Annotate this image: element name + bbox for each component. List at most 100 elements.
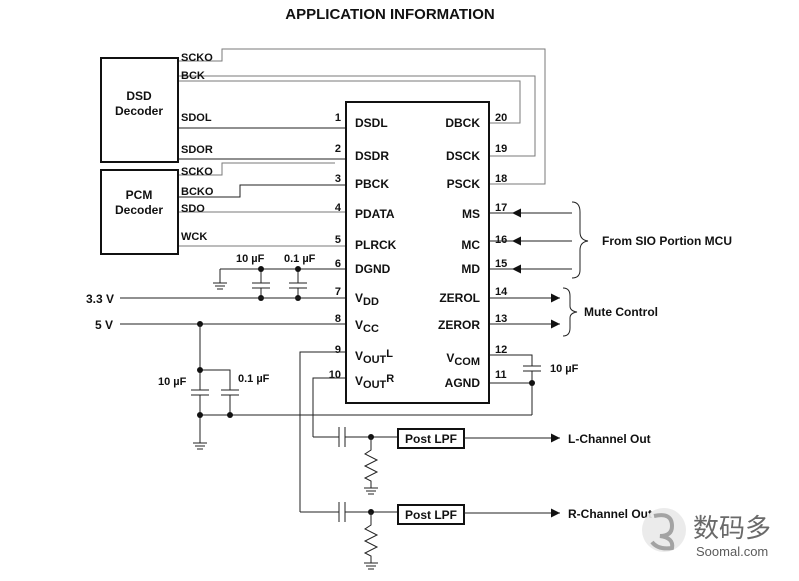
- pcm-decoder-block: PCM Decoder: [100, 169, 179, 255]
- pin-name-dsdl: DSDL: [355, 116, 388, 130]
- pin-number-15: 15: [495, 258, 507, 270]
- chip-right-pin-numbers: 20 19 18 17 16 15 14 13 12 11: [495, 112, 508, 381]
- pin-name-md: MD: [461, 262, 480, 276]
- pin-number-16: 16: [495, 234, 507, 246]
- pin-number-19: 19: [495, 143, 507, 155]
- mcu-control-inputs: From SIO Portion MCU: [490, 201, 732, 279]
- clock-wires: [178, 48, 546, 247]
- dsd-decoder-label-line1: DSD: [126, 89, 152, 103]
- pcm-signal-sdo: SDO: [181, 203, 205, 215]
- pin-name-voutr-main: V: [355, 374, 363, 388]
- pin-number-9: 9: [335, 344, 341, 356]
- pin-name-dsck: DSCK: [446, 149, 480, 163]
- pin-number-2: 2: [335, 143, 341, 155]
- pcm-decoder-label-line2: Decoder: [115, 203, 163, 217]
- annotation-l-channel-out: L-Channel Out: [568, 432, 651, 446]
- dac-chip: [345, 101, 490, 404]
- pin-name-vcom-sub: COM: [454, 356, 480, 368]
- pin-name-zerol: ZEROL: [439, 291, 480, 305]
- pin-number-14: 14: [495, 286, 508, 298]
- pin-name-voutl-side: L: [386, 348, 393, 360]
- pin-number-8: 8: [335, 313, 341, 325]
- pin-number-17: 17: [495, 202, 507, 214]
- annotation-r-channel-out: R-Channel Out: [568, 507, 652, 521]
- pin-number-5: 5: [335, 234, 341, 246]
- pin-name-vcc-main: V: [355, 318, 363, 332]
- supply-label-5v: 5 V: [95, 318, 113, 332]
- cap-label-vcc-10uf: 10 µF: [158, 376, 187, 388]
- cap-label-vcc-01uf: 0.1 µF: [238, 373, 270, 385]
- pin-number-4: 4: [335, 202, 342, 214]
- pin-number-7: 7: [335, 286, 341, 298]
- pin-number-12: 12: [495, 344, 507, 356]
- pcm-signal-labels: SCKO BCKO SDO WCK: [181, 166, 214, 243]
- dgnd-decoupling: 10 µF 0.1 µF: [213, 253, 345, 301]
- pin-name-dsdr: DSDR: [355, 149, 389, 163]
- pin-name-vdd-main: V: [355, 291, 363, 305]
- dsd-signal-bck: BCK: [181, 70, 205, 82]
- pin-number-6: 6: [335, 258, 341, 270]
- mute-outputs: Mute Control: [490, 287, 658, 337]
- pin-number-10: 10: [329, 369, 341, 381]
- chip-right-pin-names: DBCK DSCK PSCK MS MC MD ZEROL ZEROR VCOM…: [438, 116, 480, 390]
- pcm-signal-scko: SCKO: [181, 166, 213, 178]
- pin-name-zeror: ZEROR: [438, 318, 480, 332]
- vcc-decoupling: 10 µF 0.1 µF: [158, 324, 532, 450]
- cap-label-dgnd-10uf: 10 µF: [236, 253, 265, 265]
- watermark-brand-cn: 数码多: [693, 513, 771, 543]
- pin-name-vcom: VCOM: [446, 351, 480, 368]
- pin-number-1: 1: [335, 112, 341, 124]
- pin-name-voutr-sub: OUT: [363, 379, 387, 391]
- post-lpf-left-label: Post LPF: [405, 432, 457, 446]
- cap-label-dgnd-01uf: 0.1 µF: [284, 253, 316, 265]
- pin-name-vcc-sub: CC: [363, 323, 379, 335]
- pin-number-13: 13: [495, 313, 507, 325]
- pin-name-mc: MC: [461, 238, 480, 252]
- pcm-signal-bcko: BCKO: [181, 186, 214, 198]
- post-lpf-right-label: Post LPF: [405, 508, 457, 522]
- soomal-watermark: 数码多 Soomal.com: [642, 508, 771, 559]
- dsd-signal-scko: SCKO: [181, 52, 213, 64]
- pin-name-voutr: VOUTR: [355, 373, 394, 391]
- pin-number-11: 11: [495, 369, 507, 381]
- pin-name-dgnd: DGND: [355, 262, 391, 276]
- dsd-signal-sdor: SDOR: [181, 144, 213, 156]
- dsd-signal-labels: SCKO BCK SDOL SDOR: [181, 52, 213, 156]
- pin-name-vcc: VCC: [355, 318, 379, 335]
- pin-name-agnd: AGND: [445, 376, 481, 390]
- pin-number-18: 18: [495, 173, 507, 185]
- pin-name-voutl-sub: OUT: [363, 354, 387, 366]
- pcm-signal-wck: WCK: [181, 231, 207, 243]
- pin-name-vdd: VDD: [355, 291, 379, 308]
- soomal-logo-icon: [650, 513, 675, 551]
- chip-left-pin-names: DSDL DSDR PBCK PDATA PLRCK DGND VDD VCC …: [355, 116, 397, 391]
- pin-name-vdd-sub: DD: [363, 296, 379, 308]
- dsd-signal-sdol: SDOL: [181, 112, 212, 124]
- dsd-decoder-block: DSD Decoder: [100, 57, 179, 163]
- pin-name-voutl: VOUTL: [355, 348, 393, 366]
- page-title: APPLICATION INFORMATION: [285, 6, 494, 23]
- pin-name-plrck: PLRCK: [355, 238, 397, 252]
- cap-label-vcom-10uf: 10 µF: [550, 363, 579, 375]
- annotation-sio-mcu: From SIO Portion MCU: [602, 234, 732, 248]
- dsd-decoder-label-line2: Decoder: [115, 104, 163, 118]
- pin-name-ms: MS: [462, 207, 480, 221]
- pin-name-psck: PSCK: [447, 177, 481, 191]
- annotation-mute-control: Mute Control: [584, 305, 658, 319]
- pin-name-dbck: DBCK: [445, 116, 480, 130]
- post-lpf-right-box: [397, 504, 465, 525]
- pin-name-pdata: PDATA: [355, 207, 395, 221]
- watermark-site: Soomal.com: [696, 544, 768, 559]
- pin-name-voutl-main: V: [355, 349, 363, 363]
- output-channels: Post LPF L-Channel Out Post LPF R-Channe…: [299, 351, 652, 570]
- pcm-decoder-label-line1: PCM: [126, 188, 153, 202]
- data-wires: [178, 127, 345, 198]
- pin-name-pbck: PBCK: [355, 177, 389, 191]
- supply-label-3v3: 3.3 V: [86, 292, 114, 306]
- power-supply-wires: 3.3 V 5 V: [86, 292, 345, 332]
- pin-number-20: 20: [495, 112, 507, 124]
- pin-name-voutr-side: R: [386, 373, 394, 385]
- pin-number-3: 3: [335, 173, 341, 185]
- pin-name-vcom-main: V: [446, 351, 454, 365]
